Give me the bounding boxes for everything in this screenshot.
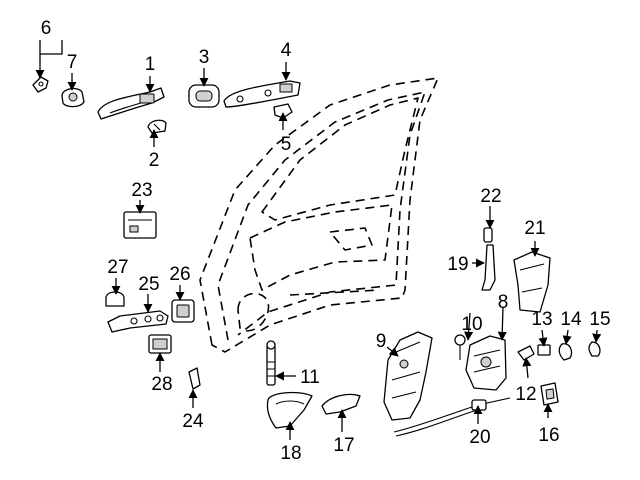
- part-10-screw: [454, 334, 466, 360]
- callout-26: 26: [169, 264, 190, 285]
- part-1-outside-handle: [97, 87, 165, 120]
- callout-17: 17: [333, 435, 354, 456]
- callout-8: 8: [498, 292, 509, 313]
- part-15-clip: [588, 341, 601, 357]
- part-25-handle-base: [107, 310, 169, 333]
- callout-4: 4: [281, 40, 292, 61]
- part-12-clip: [517, 345, 535, 361]
- part-13-clip: [537, 344, 551, 356]
- callout-3: 3: [199, 47, 210, 68]
- part-11-rod: [266, 340, 276, 386]
- part-16-striker: [540, 382, 559, 406]
- part-3-handle-bezel: [188, 84, 220, 108]
- callout-5: 5: [281, 134, 292, 155]
- part-18-speaker-housing: [266, 391, 313, 429]
- callout-21: 21: [524, 218, 545, 239]
- callout-20: 20: [469, 427, 490, 448]
- callout-24: 24: [182, 411, 204, 432]
- part-22-bumper: [483, 227, 493, 243]
- part-17-handle-trim: [321, 393, 361, 415]
- callout-10: 10: [461, 314, 482, 335]
- leader-lines: [35, 40, 602, 440]
- callout-27: 27: [107, 257, 128, 278]
- callout-28: 28: [151, 374, 172, 395]
- callout-16: 16: [538, 425, 559, 446]
- callout-19: 19: [447, 254, 468, 275]
- callout-25: 25: [138, 274, 159, 295]
- callout-18: 18: [280, 443, 301, 464]
- part-19-rod: [481, 244, 496, 291]
- part-23-module: [123, 211, 157, 239]
- part-8-latch: [465, 335, 507, 391]
- part-26-bezel: [171, 299, 195, 323]
- callout-6: 6: [41, 18, 52, 39]
- callout-22: 22: [480, 186, 501, 207]
- callout-13: 13: [531, 309, 552, 330]
- part-27-cap: [105, 291, 125, 307]
- callout-2: 2: [149, 150, 160, 171]
- part-28-switch: [148, 334, 172, 354]
- callout-23: 23: [131, 180, 152, 201]
- callout-1: 1: [145, 54, 156, 75]
- callout-11: 11: [300, 367, 320, 388]
- callout-7: 7: [67, 52, 78, 73]
- part-6-7-key-and-cylinder: [32, 76, 85, 108]
- part-2-clip: [147, 119, 167, 134]
- callout-15: 15: [589, 309, 610, 330]
- door-outline: [199, 77, 439, 353]
- callout-9: 9: [376, 331, 387, 352]
- callout-14: 14: [560, 309, 582, 330]
- part-21-bracket: [513, 251, 551, 313]
- callout-12: 12: [515, 384, 536, 405]
- part-9-lock-actuator: [383, 331, 433, 421]
- part-4-inside-handle: [223, 80, 301, 108]
- part-24-clip: [188, 367, 201, 390]
- part-14-clip: [558, 343, 573, 361]
